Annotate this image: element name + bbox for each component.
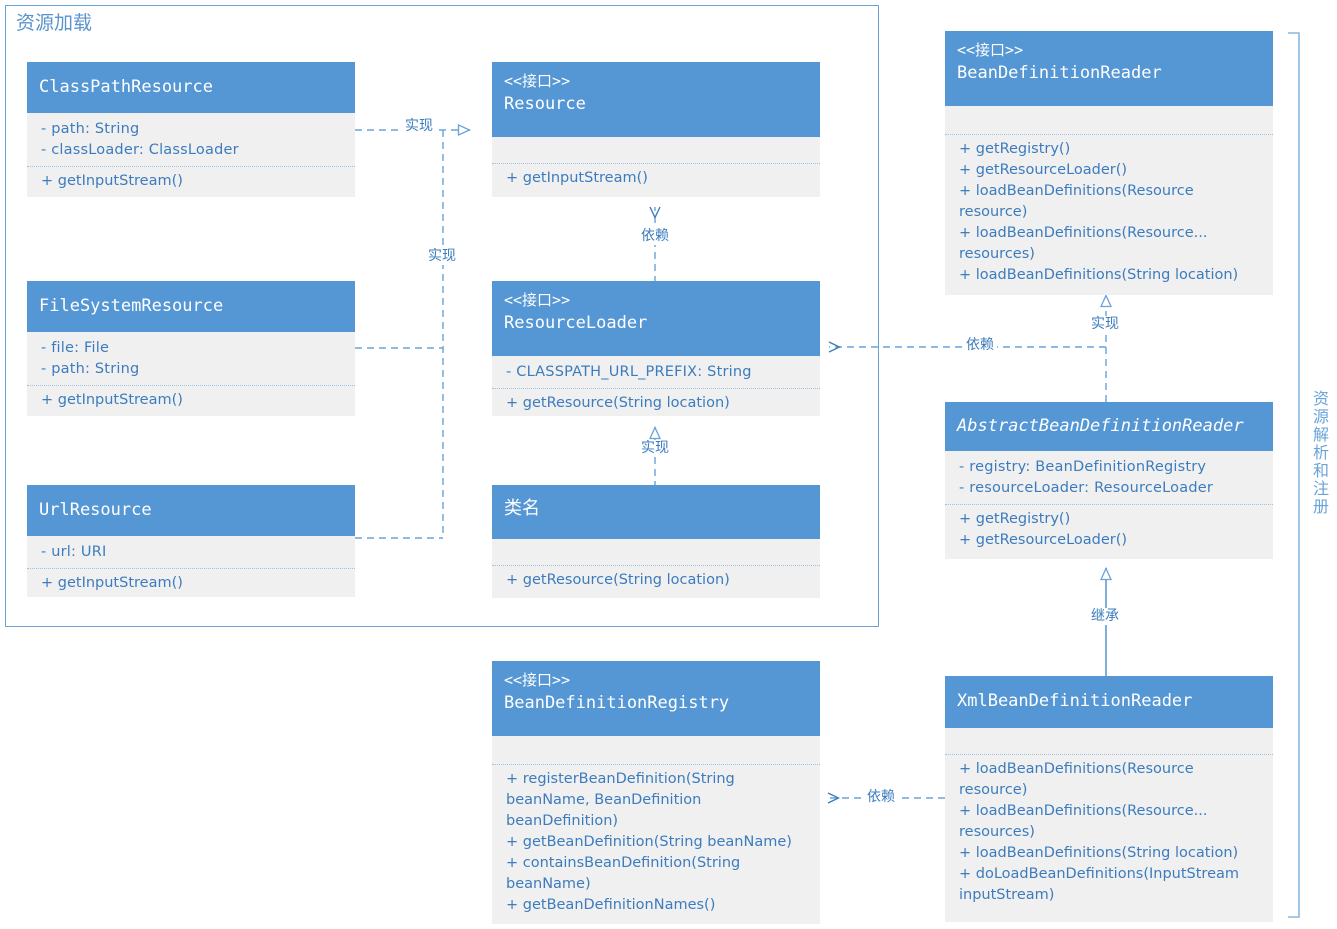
class-operations: + getRegistry() + getResourceLoader() — [945, 504, 1273, 559]
class-box-file-system-resource[interactable]: FileSystemResource - file: File - path: … — [27, 281, 355, 416]
operation-row: + loadBeanDefinitions(Resource resource) — [959, 761, 1199, 798]
class-name: UrlResource — [39, 500, 152, 520]
class-operations: + getInputStream() — [27, 385, 355, 419]
operation-row: + getBeanDefinition(String beanName) — [506, 834, 792, 850]
operation-row: + getResourceLoader() — [959, 162, 1128, 178]
edge-label-impl-classname-loader: 实现 — [638, 440, 672, 457]
class-stereotype: <<接口>> — [957, 41, 1024, 59]
class-header: FileSystemResource — [27, 281, 355, 332]
operation-row: + getInputStream() — [506, 170, 648, 186]
operation-row: + getResource(String location) — [506, 572, 730, 588]
operation-row: + loadBeanDefinitions(Resource resource) — [959, 183, 1199, 220]
operation-row: + getResource(String location) — [506, 395, 730, 411]
edge-label-impl-abstract-reader: 实现 — [1088, 316, 1122, 333]
class-header: <<接口>> BeanDefinitionRegistry — [492, 661, 820, 736]
class-box-resource[interactable]: <<接口>> Resource + getInputStream() — [492, 62, 820, 197]
class-name: BeanDefinitionReader — [957, 63, 1162, 83]
class-box-class-name[interactable]: 类名 + getResource(String location) — [492, 485, 820, 598]
class-attributes — [492, 539, 820, 565]
attribute-row: - classLoader: ClassLoader — [41, 142, 239, 158]
class-name: ResourceLoader — [504, 313, 648, 333]
side-bracket — [1288, 32, 1300, 918]
class-name: Resource — [504, 94, 586, 114]
class-operations: + getRegistry() + getResourceLoader() + … — [945, 134, 1273, 294]
edge-label-impl-resource-2: 实现 — [425, 248, 459, 265]
class-header: <<接口>> BeanDefinitionReader — [945, 31, 1273, 106]
class-name: XmlBeanDefinitionReader — [957, 691, 1193, 711]
operation-row: + loadBeanDefinitions(String location) — [959, 845, 1239, 861]
side-bracket-label: 资源解析和注册 — [1310, 390, 1329, 516]
class-attributes: - registry: BeanDefinitionRegistry - res… — [945, 451, 1273, 504]
class-header: UrlResource — [27, 485, 355, 536]
class-attributes — [492, 736, 820, 764]
class-header: 类名 — [492, 485, 820, 539]
class-box-url-resource[interactable]: UrlResource - url: URI + getInputStream(… — [27, 485, 355, 597]
class-stereotype: <<接口>> — [504, 72, 571, 90]
class-operations: + getInputStream() — [27, 568, 355, 602]
class-stereotype: <<接口>> — [504, 291, 571, 309]
class-operations: + getInputStream() — [492, 163, 820, 197]
edge-label-dep-xml-registry: 依赖 — [864, 789, 898, 806]
class-attributes: - url: URI — [27, 536, 355, 568]
class-box-xml-bean-definition-reader[interactable]: XmlBeanDefinitionReader + loadBeanDefini… — [945, 676, 1273, 922]
operation-row: + registerBeanDefinition(String beanName… — [506, 771, 740, 829]
operation-row: + loadBeanDefinitions(Resource... resour… — [959, 225, 1213, 262]
operation-row: + containsBeanDefinition(String beanName… — [506, 855, 745, 892]
class-attributes: - file: File - path: String — [27, 332, 355, 385]
operation-row: + getInputStream() — [41, 392, 183, 408]
class-stereotype: <<接口>> — [504, 671, 571, 689]
class-header: ClassPathResource — [27, 62, 355, 113]
class-attributes — [492, 137, 820, 163]
operation-row: + getRegistry() — [959, 141, 1071, 157]
operation-row: + getInputStream() — [41, 173, 183, 189]
attribute-row: - file: File — [41, 340, 110, 356]
edge-label-dep-loader-resource: 依赖 — [638, 228, 672, 245]
attribute-row: - registry: BeanDefinitionRegistry — [959, 459, 1207, 475]
class-operations: + loadBeanDefinitions(Resource resource)… — [945, 754, 1273, 914]
operation-row: + loadBeanDefinitions(Resource... resour… — [959, 803, 1213, 840]
class-name: AbstractBeanDefinitionReader — [957, 416, 1244, 436]
class-box-bean-definition-reader[interactable]: <<接口>> BeanDefinitionReader + getRegistr… — [945, 31, 1273, 295]
class-header: AbstractBeanDefinitionReader — [945, 402, 1273, 451]
operation-row: + getResourceLoader() — [959, 532, 1128, 548]
class-attributes: - CLASSPATH_URL_PREFIX: String — [492, 356, 820, 388]
class-box-class-path-resource[interactable]: ClassPathResource - path: String - class… — [27, 62, 355, 197]
class-header: XmlBeanDefinitionReader — [945, 676, 1273, 728]
class-attributes — [945, 106, 1273, 134]
class-box-abstract-bean-definition-reader[interactable]: AbstractBeanDefinitionReader - registry:… — [945, 402, 1273, 559]
class-name: ClassPathResource — [39, 77, 213, 97]
operation-row: + loadBeanDefinitions(String location) — [959, 267, 1239, 283]
class-box-resource-loader[interactable]: <<接口>> ResourceLoader - CLASSPATH_URL_PR… — [492, 281, 820, 416]
attribute-row: - path: String — [41, 121, 140, 137]
class-operations: + getResource(String location) — [492, 565, 820, 599]
attribute-row: - resourceLoader: ResourceLoader — [959, 480, 1214, 496]
class-attributes — [945, 728, 1273, 754]
class-operations: + getInputStream() — [27, 166, 355, 200]
attribute-row: - path: String — [41, 361, 140, 377]
class-name: BeanDefinitionRegistry — [504, 693, 730, 713]
class-name: FileSystemResource — [39, 296, 224, 316]
class-operations: + getResource(String location) — [492, 388, 820, 422]
operation-row: + getInputStream() — [41, 575, 183, 591]
attribute-row: - CLASSPATH_URL_PREFIX: String — [506, 364, 752, 380]
resource-loading-group-box — [5, 5, 879, 627]
class-header: <<接口>> ResourceLoader — [492, 281, 820, 356]
class-operations: + registerBeanDefinition(String beanName… — [492, 764, 820, 924]
class-box-bean-definition-registry[interactable]: <<接口>> BeanDefinitionRegistry + register… — [492, 661, 820, 924]
attribute-row: - url: URI — [41, 544, 107, 560]
class-name: 类名 — [504, 498, 540, 519]
edge-label-impl-resource: 实现 — [402, 118, 436, 135]
operation-row: + doLoadBeanDefinitions(InputStream inpu… — [959, 866, 1244, 903]
edge-label-ext-xml-abstract: 继承 — [1088, 608, 1122, 625]
edge-label-dep-reader-loader: 依赖 — [963, 337, 997, 354]
class-attributes: - path: String - classLoader: ClassLoade… — [27, 113, 355, 166]
resource-loading-group-title: 资源加载 — [16, 12, 93, 34]
class-header: <<接口>> Resource — [492, 62, 820, 137]
operation-row: + getBeanDefinitionNames() — [506, 897, 716, 913]
operation-row: + getRegistry() — [959, 511, 1071, 527]
